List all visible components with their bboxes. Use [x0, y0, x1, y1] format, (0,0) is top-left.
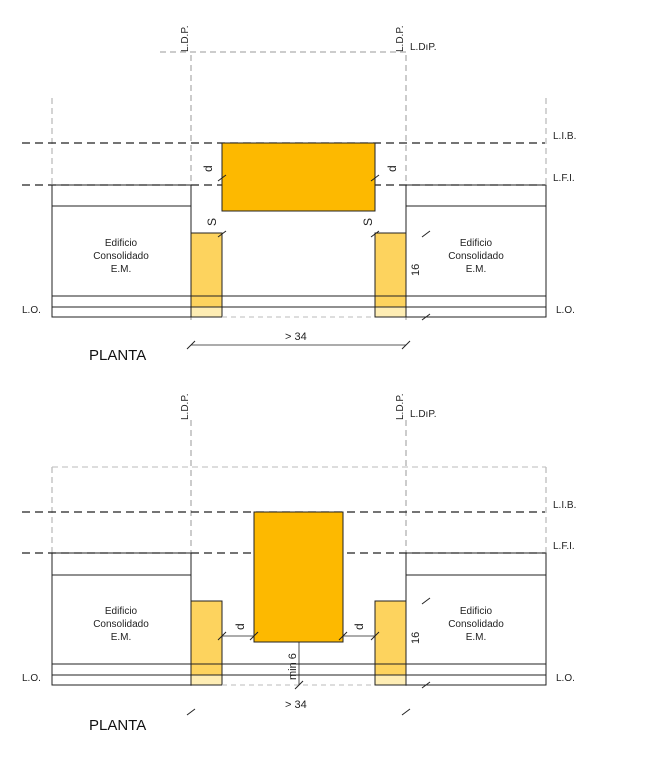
tick	[401, 340, 411, 350]
dim-d-right-2: d	[352, 623, 366, 630]
tick	[338, 631, 348, 641]
tick	[217, 631, 227, 641]
main-block-1	[221, 142, 376, 212]
side-block-left-lower	[190, 306, 223, 318]
lo-label-left: L.O.	[22, 305, 41, 316]
dim-16-2: 16	[410, 632, 422, 644]
building-right-text-2: Consolidado	[448, 251, 504, 262]
building-left-text-1: Edificio	[105, 238, 138, 249]
building-left-2-text-1: Edificio	[105, 606, 138, 617]
tick	[186, 708, 196, 716]
tick	[401, 708, 411, 716]
ldp-label-left-2: L.D.P.	[180, 394, 191, 421]
tick	[421, 230, 431, 238]
lib-label: L.I.B.	[553, 131, 576, 142]
dim-width-label-1: > 34	[285, 331, 307, 343]
building-right-2-text-2: Consolidado	[448, 619, 504, 630]
tick	[249, 631, 259, 641]
lo-label-right-2: L.O.	[556, 673, 575, 684]
tick	[421, 681, 431, 689]
lfi-label: L.F.I.	[553, 173, 575, 184]
lo-label-left-2: L.O.	[22, 673, 41, 684]
tick	[370, 631, 380, 641]
dim-d-left: d	[201, 165, 215, 172]
building-right-2-text-1: Edificio	[460, 606, 493, 617]
tick	[370, 230, 380, 238]
lfi-label-2: L.F.I.	[553, 541, 575, 552]
tick	[421, 597, 431, 605]
ldp-label-right: L.D.P.	[395, 26, 406, 53]
building-left-text-2: Consolidado	[93, 251, 149, 262]
building-left-2-text-3: E.M.	[111, 632, 132, 643]
side-block-right-2	[374, 600, 407, 686]
lo-label-right: L.O.	[556, 305, 575, 316]
building-left-2-text-2: Consolidado	[93, 619, 149, 630]
building-left-text-3: E.M.	[111, 264, 132, 275]
side-block-right	[374, 232, 407, 318]
ldp-label-right-h-2: L.DıP.	[410, 409, 437, 420]
ldp-label-right-h: L.DıP.	[410, 42, 437, 53]
ldp-label-right-2: L.D.P.	[395, 394, 406, 421]
tick	[421, 313, 431, 321]
side-block-right-lower-2	[374, 674, 407, 686]
ldp-label-left: L.D.P.	[180, 26, 191, 53]
plan-2	[22, 420, 547, 716]
main-block-2	[253, 511, 344, 643]
tick	[186, 340, 196, 350]
building-right-text-3: E.M.	[466, 264, 487, 275]
side-block-left-lower-2	[190, 674, 223, 686]
tick	[370, 174, 380, 182]
side-block-left	[190, 232, 223, 318]
dim-s-left: S	[205, 218, 219, 226]
dim-d-right: d	[385, 165, 399, 172]
side-block-right-lower	[374, 306, 407, 318]
tick	[217, 174, 227, 182]
lib-label-2: L.I.B.	[553, 500, 576, 511]
plan-title-2: PLANTA	[89, 717, 146, 734]
dim-d-left-2: d	[233, 623, 247, 630]
dim-min6: min 6	[287, 653, 299, 680]
side-block-left-2	[190, 600, 223, 686]
plan-1	[22, 51, 547, 350]
dim-width-label-2: > 34	[285, 699, 307, 711]
dim-s-right: S	[361, 218, 375, 226]
building-right-text-1: Edificio	[460, 238, 493, 249]
plan-title-1: PLANTA	[89, 347, 146, 364]
building-right-2-text-3: E.M.	[466, 632, 487, 643]
dim-16: 16	[410, 264, 422, 276]
tick	[294, 680, 304, 690]
tick	[217, 230, 227, 238]
